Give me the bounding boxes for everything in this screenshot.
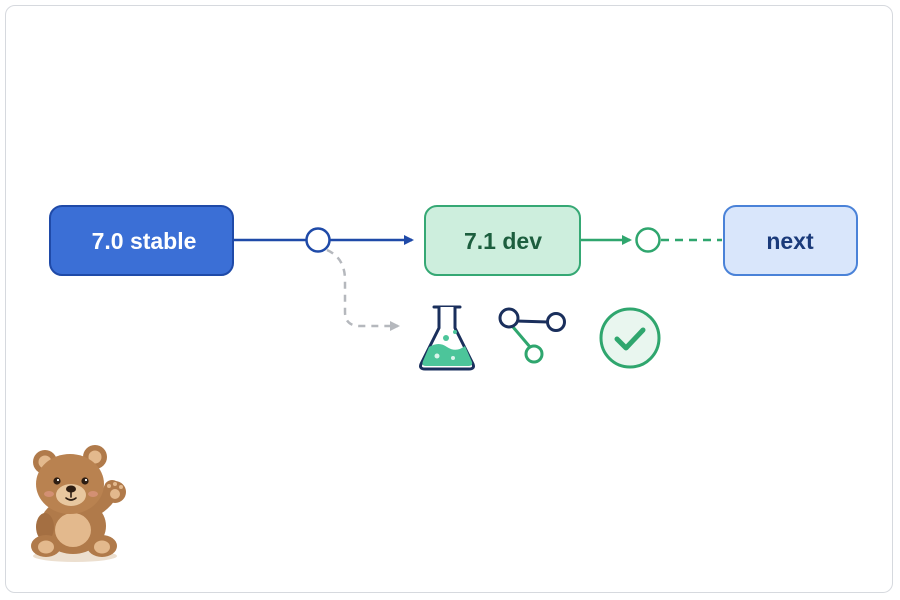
diagram-frame [5, 5, 893, 593]
node-stable-label: 7.0 stable [92, 228, 197, 254]
node-dev[interactable]: 7.1 dev [424, 205, 581, 276]
flask-icon [419, 305, 475, 371]
experimental-branch-arrow [326, 248, 400, 331]
git-branch-icon [498, 307, 566, 364]
stable-junction-node[interactable] [305, 227, 331, 253]
teddy-bear-mascot [31, 445, 126, 562]
node-next-label: next [766, 228, 814, 254]
dev-junction-node[interactable] [635, 227, 661, 253]
check-circle-icon [599, 307, 661, 369]
node-dev-label: 7.1 dev [464, 228, 542, 254]
node-stable[interactable]: 7.0 stable [49, 205, 234, 276]
node-next[interactable]: next [723, 205, 858, 276]
